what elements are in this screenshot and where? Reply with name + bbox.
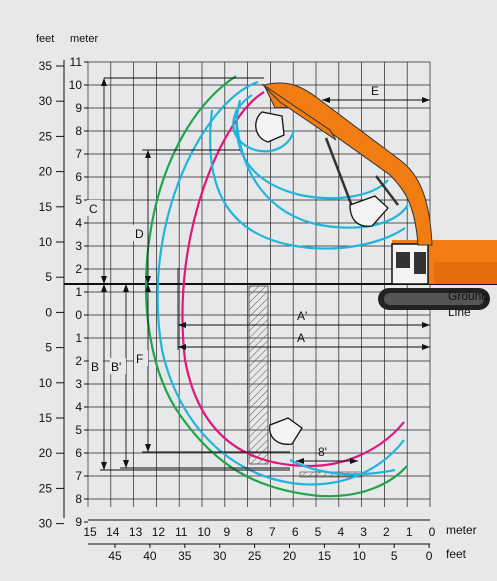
vertical-wall-hatch (248, 285, 269, 465)
meter-tick-label: 6 (75, 446, 82, 460)
meter-tick-label: 4 (75, 400, 82, 414)
unit-meter-top: meter (70, 33, 98, 45)
label-f: F (136, 352, 143, 366)
feet-tick-label: 15 (39, 200, 53, 214)
bottom-feet-tick-label: 0 (426, 549, 433, 563)
feet-tick-label: 20 (39, 165, 53, 179)
unit-meter-bottom: meter (446, 523, 477, 537)
cyan-envelope-curve (156, 80, 405, 486)
bottom-feet-tick-label: 5 (391, 549, 398, 563)
meter-tick-label: 9 (75, 515, 82, 529)
meter-tick-label: 3 (75, 239, 82, 253)
feet-tick-label: 10 (39, 376, 53, 390)
bucket-mid (349, 195, 389, 227)
label-a: A (297, 331, 305, 345)
bottom-meter-tick-label: 0 (429, 525, 436, 539)
cyan-inner-loop-4 (209, 109, 406, 250)
label-c: C (89, 202, 98, 216)
meter-tick-label: 7 (75, 147, 82, 161)
feet-tick-label: 35 (39, 59, 53, 73)
label-b-prime: B' (111, 360, 121, 374)
meter-tick-label: 2 (75, 354, 82, 368)
meter-tick-label: 8 (75, 124, 82, 138)
bottom-meter-tick-label: 2 (383, 525, 390, 539)
feet-tick-label: 30 (39, 517, 53, 531)
meter-tick-label: 0 (75, 308, 82, 322)
bottom-meter-tick-label: 6 (292, 525, 299, 539)
bottom-meter-tick-label: 10 (197, 525, 211, 539)
label-8-prime: 8' (318, 445, 327, 459)
feet-tick-label: 20 (39, 446, 53, 460)
bottom-meter-tick-label: 9 (223, 525, 230, 539)
bottom-meter-tick-label: 11 (175, 525, 188, 539)
feet-tick-label: 5 (45, 270, 52, 284)
bottom-meter-tick-label: 1 (406, 525, 413, 539)
bottom-feet-tick-label: 25 (248, 549, 262, 563)
bucket-top (255, 111, 285, 143)
label-d: D (135, 227, 144, 241)
meter-tick-label: 3 (75, 377, 82, 391)
feet-tick-label: 5 (45, 341, 52, 355)
meter-tick-label: 2 (75, 262, 82, 276)
meter-tick-label: 5 (75, 423, 82, 437)
meter-tick-label: 9 (75, 101, 82, 115)
bottom-feet-tick-label: 20 (283, 549, 297, 563)
meter-tick-label: 10 (69, 78, 83, 92)
feet-tick-label: 25 (39, 481, 53, 495)
feet-tick-label: 15 (39, 411, 53, 425)
bottom-meter-tick-label: 7 (269, 525, 276, 539)
feet-tick-label: 30 (39, 94, 53, 108)
bottom-meter-tick-label: 13 (129, 525, 143, 539)
cyan-inner-loop-3 (234, 109, 409, 229)
bottom-meter-tick-label: 3 (360, 525, 367, 539)
label-a-prime: A' (297, 309, 307, 323)
dimension-lines (100, 77, 430, 471)
bottom-meter-tick-label: 4 (337, 525, 344, 539)
unit-feet-top: feet (36, 33, 54, 45)
feet-tick-label: 10 (39, 235, 53, 249)
bottom-feet-tick-label: 45 (108, 549, 122, 563)
feet-tick-label: 25 (39, 129, 53, 143)
excavator (255, 82, 497, 445)
meter-tick-label: 4 (75, 216, 82, 230)
meter-tick-label: 1 (75, 285, 82, 299)
excavator-arm (261, 83, 337, 141)
meter-tick-label: 7 (75, 469, 82, 483)
meter-tick-label: 6 (75, 170, 82, 184)
bottom-feet-tick-label: 40 (143, 549, 157, 563)
cyan-bottom-arc (289, 459, 396, 476)
magenta-envelope-curve (181, 91, 405, 468)
bucket-bottom (269, 417, 303, 445)
bottom-feet-tick-label: 30 (213, 549, 227, 563)
bottom-feet-tick-label: 35 (178, 549, 192, 563)
ground-line-label-2: Line (448, 305, 471, 319)
left-feet-ticks: 35 30 25 20 15 10 5 0 5 10 15 20 25 30 (39, 59, 64, 531)
dimension-arrowheads (101, 78, 430, 470)
bottom-meter-tick-label: 8 (246, 525, 253, 539)
bottom-meter-tick-label: 14 (106, 525, 120, 539)
label-b: B (91, 360, 99, 374)
green-envelope-curve (144, 75, 408, 498)
meter-tick-label: 1 (75, 331, 82, 345)
meter-tick-label: 8 (75, 492, 82, 506)
meter-tick-label: 5 (75, 193, 82, 207)
feet-tick-label: 0 (45, 305, 52, 319)
label-e: E (371, 84, 379, 98)
bottom-meter-tick-label: 5 (315, 525, 322, 539)
bottom-feet-tick-label: 15 (318, 549, 332, 563)
bottom-feet-ticks: 45 40 35 30 25 20 15 10 5 0 (108, 544, 433, 563)
bottom-meter-tick-label: 15 (83, 525, 97, 539)
unit-feet-bottom: feet (446, 547, 467, 561)
meter-tick-label: 11 (70, 55, 83, 69)
bottom-feet-tick-label: 10 (353, 549, 367, 563)
bottom-meter-tick-label: 12 (152, 525, 166, 539)
ground-line-label: Ground (448, 289, 488, 303)
